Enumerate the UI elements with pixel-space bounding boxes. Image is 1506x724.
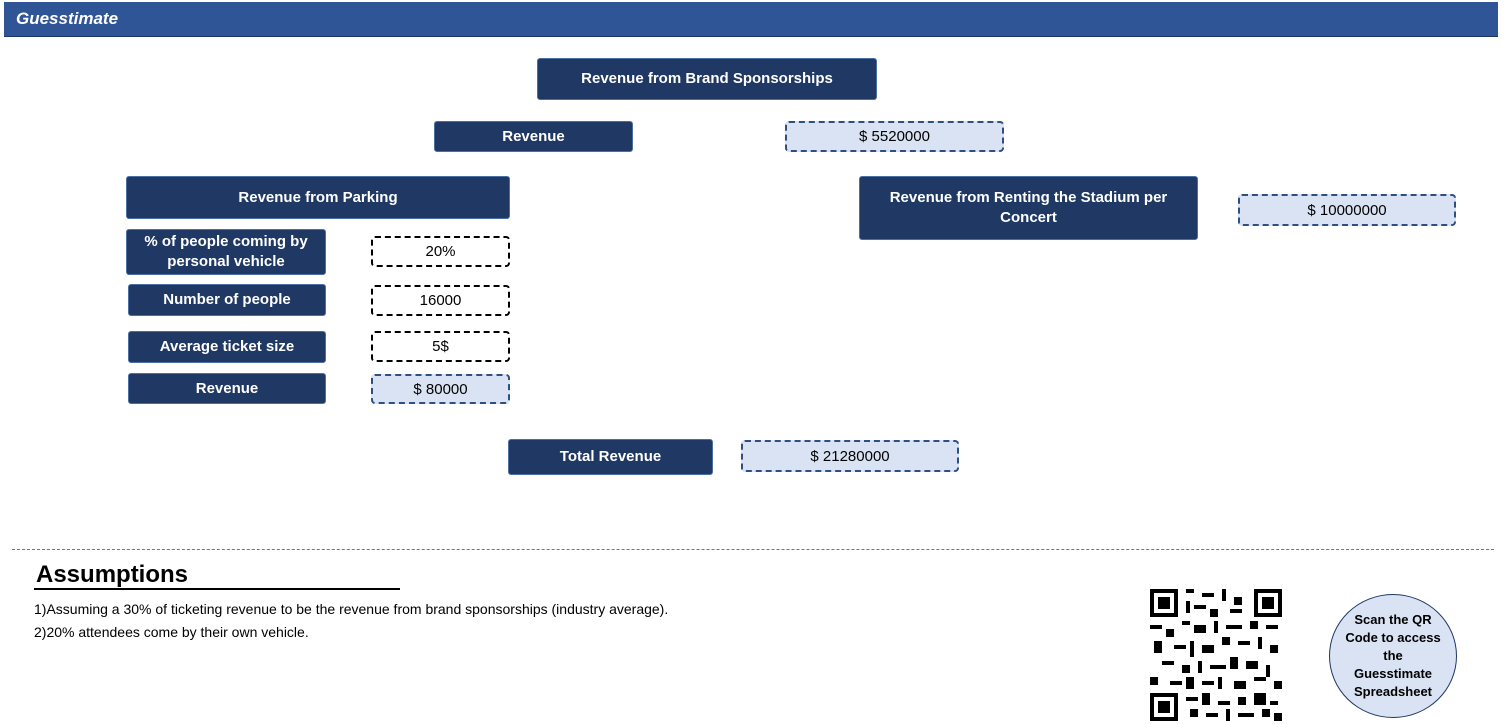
assumption-item-2: 2)20% attendees come by their own vehicl… [34, 624, 309, 640]
qr-instruction-badge: Scan the QR Code to access the Guesstima… [1329, 594, 1457, 718]
total-revenue-label: Total Revenue [508, 439, 713, 475]
parking-ticket-label: Average ticket size [128, 331, 326, 363]
brand-revenue-label: Revenue [434, 121, 633, 152]
renting-value: $ 10000000 [1238, 194, 1456, 226]
parking-people-value: 16000 [371, 285, 510, 316]
parking-title-box: Revenue from Parking [126, 176, 510, 219]
qr-code-icon [1150, 589, 1282, 721]
total-revenue-value: $ 21280000 [741, 440, 959, 472]
section-divider [12, 549, 1494, 550]
parking-ticket-value: 5$ [371, 331, 510, 362]
parking-percent-value: 20% [371, 236, 510, 267]
assumptions-heading: Assumptions [36, 561, 189, 588]
parking-people-label: Number of people [128, 284, 326, 316]
brand-revenue-value: $ 5520000 [785, 121, 1004, 152]
parking-percent-label: % of people coming by personal vehicle [126, 229, 326, 275]
page-title: Guesstimate [16, 9, 119, 28]
brand-sponsorship-title-box: Revenue from Brand Sponsorships [537, 58, 877, 100]
header-bar: Guesstimate [4, 2, 1498, 37]
parking-revenue-label: Revenue [128, 373, 326, 404]
assumptions-underline [34, 588, 400, 590]
parking-revenue-value: $ 80000 [371, 374, 510, 404]
assumption-item-1: 1)Assuming a 30% of ticketing revenue to… [34, 601, 669, 617]
renting-title-box: Revenue from Renting the Stadium per Con… [859, 176, 1198, 240]
